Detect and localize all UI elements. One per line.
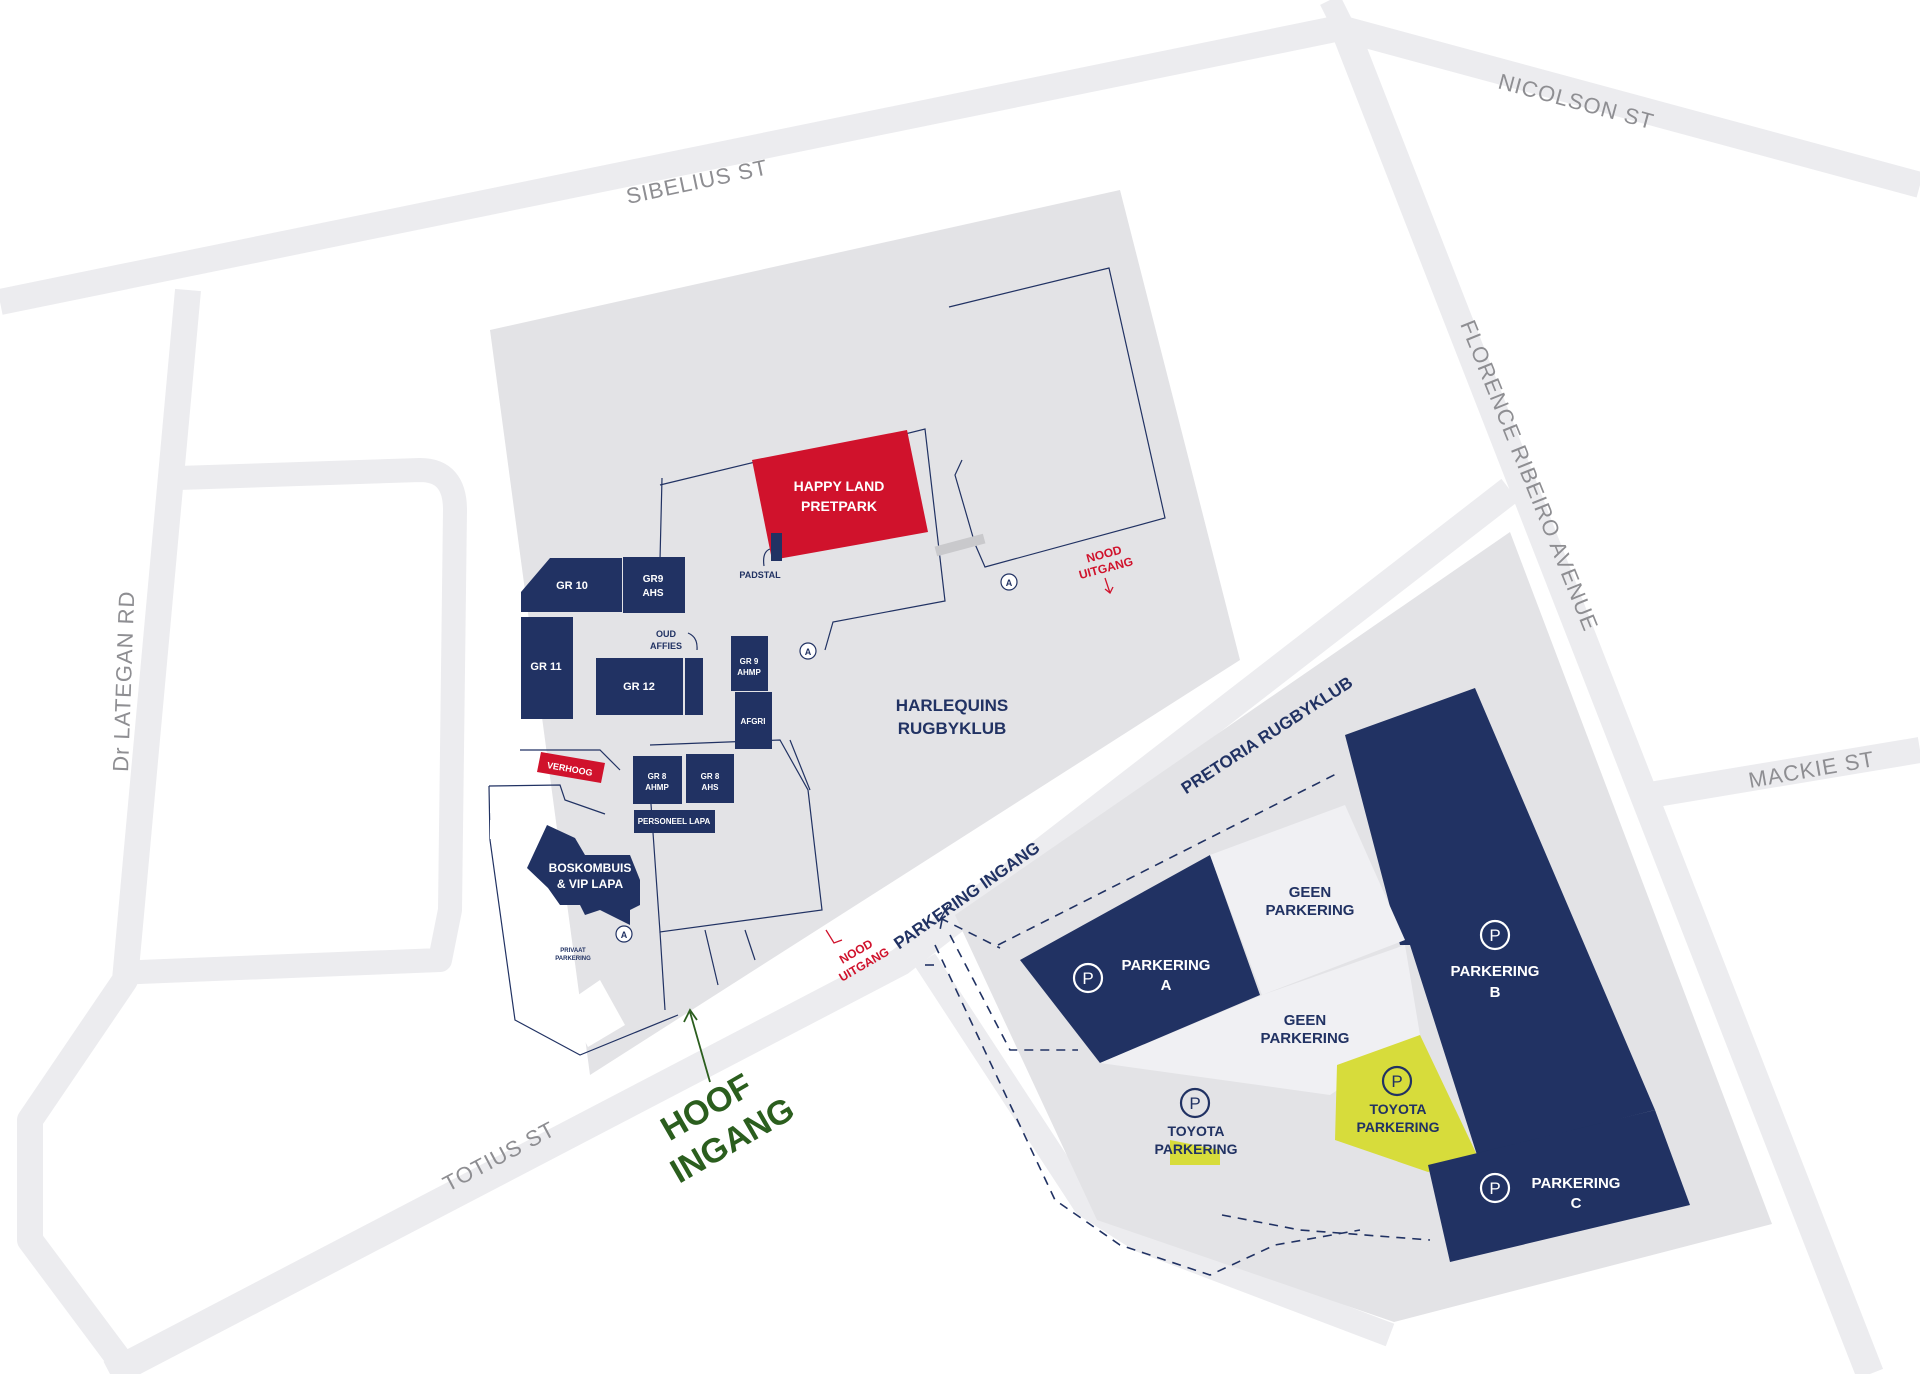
gr10-building	[521, 558, 622, 612]
geen-parkering-1-line1: GEEN	[1289, 884, 1332, 901]
happy-land-pretpark	[752, 430, 928, 560]
privaat-parkering-area	[565, 980, 625, 1047]
parkering-c-label-1: PARKERING	[1532, 1175, 1621, 1192]
road-florence	[1331, 24, 1884, 1374]
nood-arrow-icon	[825, 929, 843, 944]
label-mackie: MACKIE ST	[1747, 746, 1877, 793]
toyota-parkering-b	[1335, 1035, 1477, 1172]
gr10-label: GR 10	[556, 580, 588, 592]
gr8ahmp-building	[633, 756, 682, 804]
road-top-edge	[1320, 0, 1355, 35]
parkering-b-label-1: PARKERING	[1451, 963, 1540, 980]
afgri-building	[735, 692, 772, 749]
harlequins-label-1: HARLEQUINS	[896, 696, 1008, 715]
parking-icon: P	[1082, 969, 1093, 988]
gr12-building	[596, 658, 683, 715]
parking-icon: P	[1489, 926, 1500, 945]
happy-land-label-1: HAPPY LAND	[794, 478, 885, 494]
gr8ahmp-label-2: AHMP	[645, 783, 669, 792]
atm-icon: A	[1006, 578, 1013, 588]
personeel-lapa-label: PERSONEEL LAPA	[638, 817, 711, 826]
parking-routes	[925, 771, 1431, 1276]
privaat-label-2: PARKERING	[555, 956, 591, 962]
gr12-annex	[685, 658, 703, 715]
parkering-c-lot	[1428, 1110, 1690, 1262]
gr9ahmp-label-1: GR 9	[740, 657, 759, 666]
parkering-a-lot	[1020, 855, 1260, 1063]
verhoog-building	[537, 752, 605, 783]
geen-parkering-2-line1: GEEN	[1284, 1012, 1327, 1029]
toyota-b-label-2: PARKERING	[1357, 1119, 1440, 1135]
oud-affies-label-1: OUD	[656, 629, 677, 639]
gr9ahmp-building	[731, 636, 768, 691]
personeel-lapa-building	[634, 810, 715, 833]
happy-land-label-2: PRETPARK	[801, 498, 877, 514]
geen-parkering-1-line2: PARKERING	[1266, 902, 1355, 919]
ingang-arrow-icon	[939, 904, 949, 921]
road-loop	[114, 458, 467, 985]
atm-icon: A	[621, 930, 628, 940]
hoof-ingang: HOOF INGANG	[654, 1008, 801, 1191]
geen-parkering-middle	[1100, 945, 1420, 1095]
privaat-label-1: PRIVAAT	[560, 948, 586, 954]
gr12-label: GR 12	[623, 681, 655, 693]
afgri-label: AFGRI	[741, 717, 766, 726]
gr11-label: GR 11	[530, 661, 561, 673]
gr9ahs-building	[623, 557, 685, 613]
road-totius	[103, 478, 1519, 1374]
buildings	[490, 430, 928, 1047]
gr8ahs-label-2: AHS	[702, 783, 720, 792]
boskombuis-label-1: BOSKOMBUIS	[549, 861, 632, 875]
road-lategan	[17, 288, 201, 1374]
boskombuis-label-2: & VIP LAPA	[557, 877, 624, 891]
gr9ahs-label-1: GR9	[643, 574, 664, 585]
parkering-c-label-2: C	[1571, 1195, 1582, 1212]
toyota-a-label-1: TOYOTA	[1167, 1123, 1224, 1139]
oud-affies-label-2: AFFIES	[650, 641, 682, 651]
gr9ahs-label-2: AHS	[642, 588, 663, 599]
gr8ahmp-label-1: GR 8	[648, 772, 667, 781]
school-grounds	[490, 190, 1240, 1075]
hoof-arrow-icon	[689, 1011, 711, 1083]
geen-parkering-2-line2: PARKERING	[1261, 1030, 1350, 1047]
padstal-label: PADSTAL	[739, 570, 781, 580]
parkering-a-label-1: PARKERING	[1122, 957, 1211, 974]
parking-labels: P PARKERING A P PARKERING B P PARKERING …	[1072, 884, 1621, 1212]
gr8ahs-building	[686, 754, 734, 803]
toyota-b-label-1: TOYOTA	[1369, 1101, 1426, 1117]
road-mackie	[1647, 737, 1920, 808]
small-shed-1	[490, 798, 502, 813]
nood-arrow-icon	[1104, 577, 1111, 594]
gr11-building	[521, 617, 573, 719]
gr9ahmp-label-2: AHMP	[737, 668, 761, 677]
geen-parkering-top	[1210, 805, 1405, 995]
parkering-a-label-2: A	[1161, 977, 1172, 994]
small-shed-2	[490, 820, 512, 839]
padstal-building	[771, 533, 782, 561]
parking-icon: P	[1189, 1094, 1200, 1113]
harlequins-label-2: RUGBYKLUB	[898, 719, 1007, 738]
boskombuis-building	[527, 825, 640, 925]
gr8ahs-label-1: GR 8	[701, 772, 720, 781]
parkering-b-label-2: B	[1490, 984, 1501, 1001]
atm-icon: A	[805, 647, 812, 657]
atm-markers: A A A	[615, 573, 1018, 943]
parking-icon: P	[1489, 1179, 1500, 1198]
parking-icon: P	[1391, 1072, 1402, 1091]
toyota-a-label-2: PARKERING	[1155, 1141, 1238, 1157]
toyota-parkering-a-marker	[1170, 1140, 1220, 1165]
